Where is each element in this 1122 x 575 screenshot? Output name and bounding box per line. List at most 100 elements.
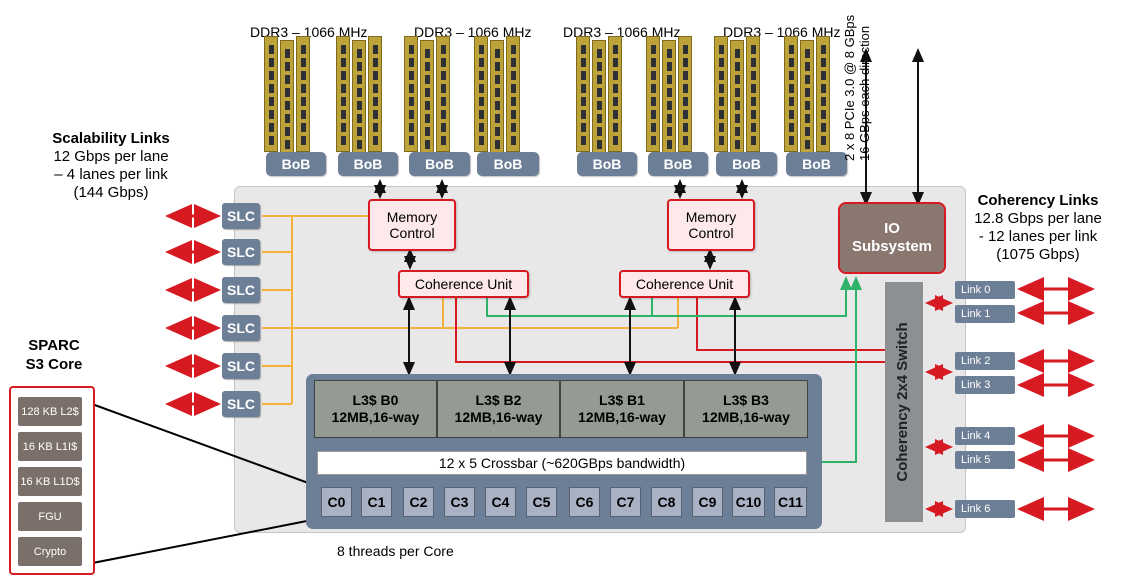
coherency-line1: 12.8 Gbps per lane — [974, 210, 1102, 227]
scalability-line1: 12 Gbps per lane — [53, 148, 169, 165]
dram-chip — [441, 45, 446, 54]
dram-chip — [735, 88, 740, 97]
dram-chip — [613, 71, 618, 80]
dram-chip — [373, 71, 378, 80]
dram-chip — [479, 84, 484, 93]
dram-chip — [805, 127, 810, 136]
dram-chip — [613, 123, 618, 132]
dram-chip — [373, 123, 378, 132]
dram-chip — [373, 84, 378, 93]
dram-chip — [495, 101, 500, 110]
dram-chip — [341, 58, 346, 67]
threads-note: 8 threads per Core — [337, 543, 454, 559]
dram-chip — [613, 45, 618, 54]
l3-bank-name: L3$ B2 — [475, 392, 522, 408]
dram-chip — [341, 45, 346, 54]
dram-chip — [789, 84, 794, 93]
link-port: Link 5 — [955, 451, 1015, 469]
core: C7 — [610, 487, 641, 517]
dram-chip — [409, 97, 414, 106]
dram-chip — [441, 97, 446, 106]
dram-chip — [441, 84, 446, 93]
dram-chip — [357, 88, 362, 97]
memory-control-line2: Control — [389, 225, 435, 241]
l3-bank-size: 12MB,16-way — [331, 409, 420, 425]
slc-block: SLC — [222, 203, 260, 229]
dram-chip — [409, 45, 414, 54]
dimm-module — [420, 40, 434, 156]
dram-chip — [735, 62, 740, 71]
memory-control-line1: Memory — [685, 209, 737, 225]
dram-chip — [341, 71, 346, 80]
dram-chip — [479, 110, 484, 119]
dram-chip — [805, 114, 810, 123]
core: C8 — [651, 487, 682, 517]
s3-core-component: 128 KB L2$ — [18, 397, 82, 426]
dram-chip — [805, 49, 810, 58]
dram-chip — [341, 97, 346, 106]
dram-chip — [751, 84, 756, 93]
dram-chip — [651, 71, 656, 80]
dram-chip — [719, 136, 724, 145]
bob-buffer: BoB — [786, 152, 847, 176]
dram-chip — [495, 140, 500, 149]
dimm-module — [436, 36, 450, 152]
dram-chip — [409, 84, 414, 93]
l3-bank: L3$ B3 12MB,16-way — [684, 380, 808, 438]
memory-control-line2: Control — [688, 225, 734, 241]
dram-chip — [683, 58, 688, 67]
pcie-label: 2 x 8 PCIe 3.0 @ 8 GBps 16 GBps each dir… — [842, 15, 874, 161]
coherence-unit-left: Coherence Unit — [398, 270, 529, 298]
dram-chip — [269, 123, 274, 132]
dram-chip — [821, 110, 826, 119]
slc-block: SLC — [222, 239, 260, 265]
dram-chip — [613, 110, 618, 119]
dram-chip — [789, 45, 794, 54]
dimm-module — [678, 36, 692, 152]
dram-chip — [511, 84, 516, 93]
dram-chip — [511, 136, 516, 145]
io-line1: IO — [884, 220, 900, 237]
dram-chip — [719, 123, 724, 132]
dram-chip — [373, 58, 378, 67]
dram-chip — [821, 136, 826, 145]
dram-chip — [683, 110, 688, 119]
dram-chip — [613, 97, 618, 106]
bob-buffer: BoB — [409, 152, 470, 176]
dram-chip — [789, 71, 794, 80]
dimm-module — [474, 36, 488, 152]
link-port: Link 0 — [955, 281, 1015, 299]
dram-chip — [285, 62, 290, 71]
io-subsystem: IO Subsystem — [838, 202, 946, 274]
dram-chip — [805, 75, 810, 84]
dram-chip — [735, 127, 740, 136]
dram-chip — [581, 45, 586, 54]
dimm-module — [404, 36, 418, 152]
dimm-module — [368, 36, 382, 152]
dram-chip — [751, 71, 756, 80]
dimm-module — [352, 40, 366, 156]
dram-chip — [805, 140, 810, 149]
dimm-module — [730, 40, 744, 156]
core: C6 — [569, 487, 600, 517]
dram-chip — [409, 136, 414, 145]
dram-chip — [683, 136, 688, 145]
dram-chip — [581, 136, 586, 145]
dimm-module — [490, 40, 504, 156]
dram-chip — [821, 123, 826, 132]
dram-chip — [821, 84, 826, 93]
dram-chip — [667, 75, 672, 84]
dram-chip — [479, 136, 484, 145]
dram-chip — [285, 140, 290, 149]
dram-chip — [285, 101, 290, 110]
dram-chip — [357, 127, 362, 136]
dram-chip — [511, 45, 516, 54]
dram-chip — [495, 114, 500, 123]
dram-chip — [597, 114, 602, 123]
dimm-module — [608, 36, 622, 152]
dram-chip — [651, 84, 656, 93]
dram-chip — [301, 97, 306, 106]
dram-chip — [285, 127, 290, 136]
dram-chip — [425, 75, 430, 84]
